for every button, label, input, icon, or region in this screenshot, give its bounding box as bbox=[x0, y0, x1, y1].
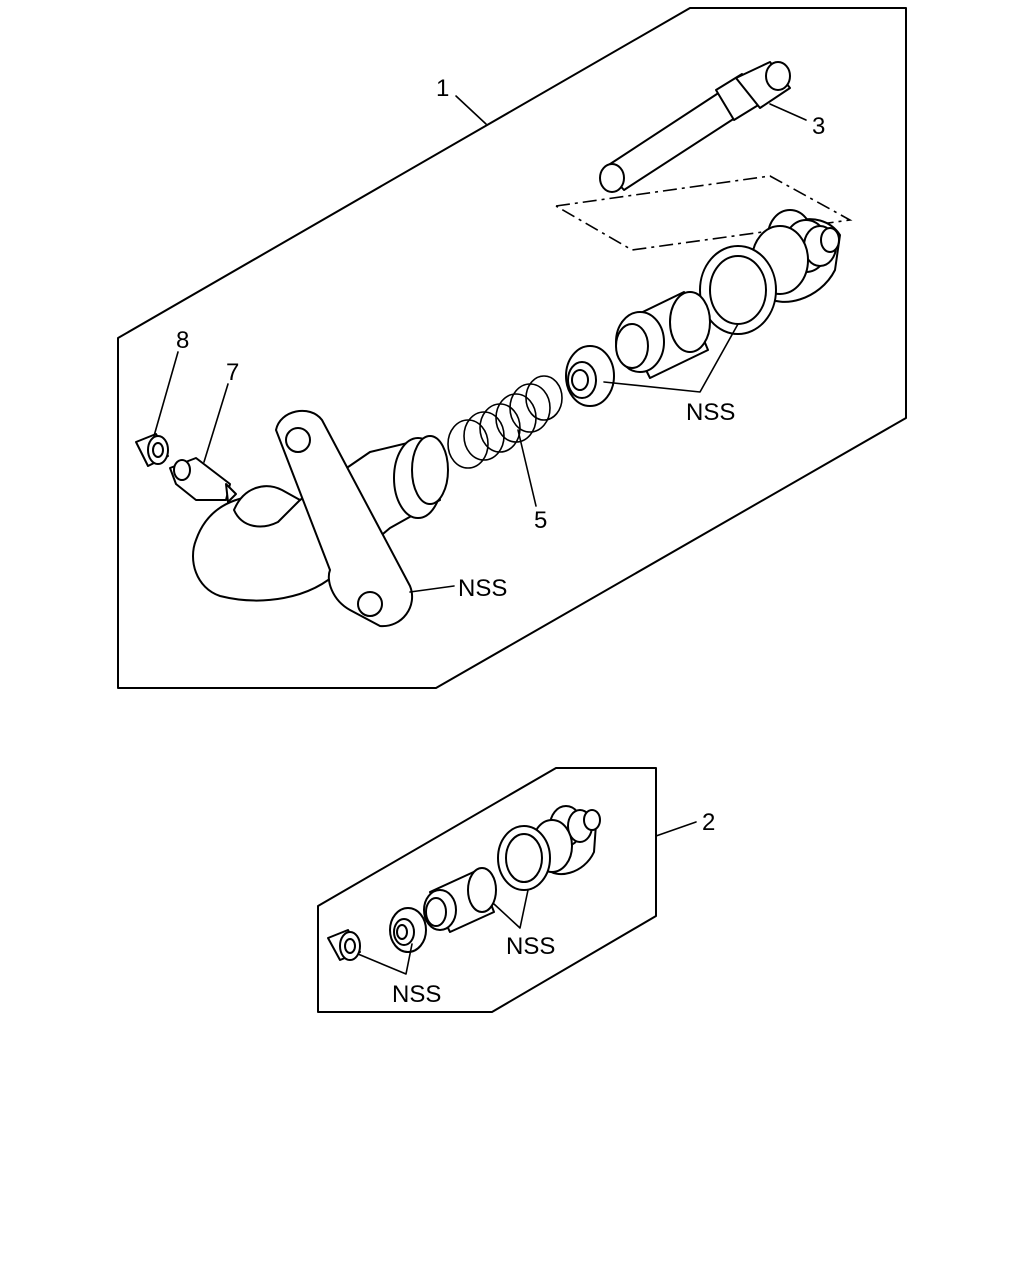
piston bbox=[615, 291, 711, 379]
callout-8: 8 bbox=[176, 327, 189, 354]
leader-nss-body bbox=[409, 585, 455, 593]
dust-boot bbox=[699, 209, 841, 335]
nss-label-seals: NSS bbox=[686, 399, 735, 426]
leader-5 bbox=[517, 429, 537, 507]
kit-2-frame bbox=[317, 767, 657, 1013]
callout-5: 5 bbox=[534, 507, 547, 534]
callout-1: 1 bbox=[436, 75, 449, 102]
leader-3 bbox=[769, 103, 807, 121]
callout-2: 2 bbox=[702, 809, 715, 836]
leader-nss-kit-cap bbox=[357, 943, 413, 975]
cylinder-body bbox=[192, 410, 449, 628]
bleeder-cap bbox=[135, 433, 169, 467]
leader-nss-seals bbox=[603, 323, 739, 393]
bleeder-screw bbox=[169, 457, 237, 503]
nss-label-kit-seals: NSS bbox=[506, 933, 555, 960]
kit-piston bbox=[423, 867, 497, 933]
leader-nss-kit-seals bbox=[493, 889, 529, 929]
leader-8 bbox=[153, 351, 179, 437]
reference-bracket bbox=[555, 175, 853, 251]
nss-label-body: NSS bbox=[458, 575, 507, 602]
leader-7 bbox=[203, 383, 229, 463]
return-spring bbox=[447, 375, 563, 469]
nss-label-kit-cap: NSS bbox=[392, 981, 441, 1008]
push-rod bbox=[599, 61, 791, 193]
cup-seal bbox=[565, 345, 615, 407]
callout-3: 3 bbox=[812, 113, 825, 140]
callout-7: 7 bbox=[226, 359, 239, 386]
leader-1 bbox=[455, 95, 487, 125]
leader-2 bbox=[655, 821, 697, 837]
kit-bleeder-cap bbox=[327, 929, 361, 961]
kit-cup-seal bbox=[389, 907, 427, 953]
kit-dust-boot bbox=[497, 805, 601, 891]
assembly-1-frame bbox=[117, 7, 907, 689]
